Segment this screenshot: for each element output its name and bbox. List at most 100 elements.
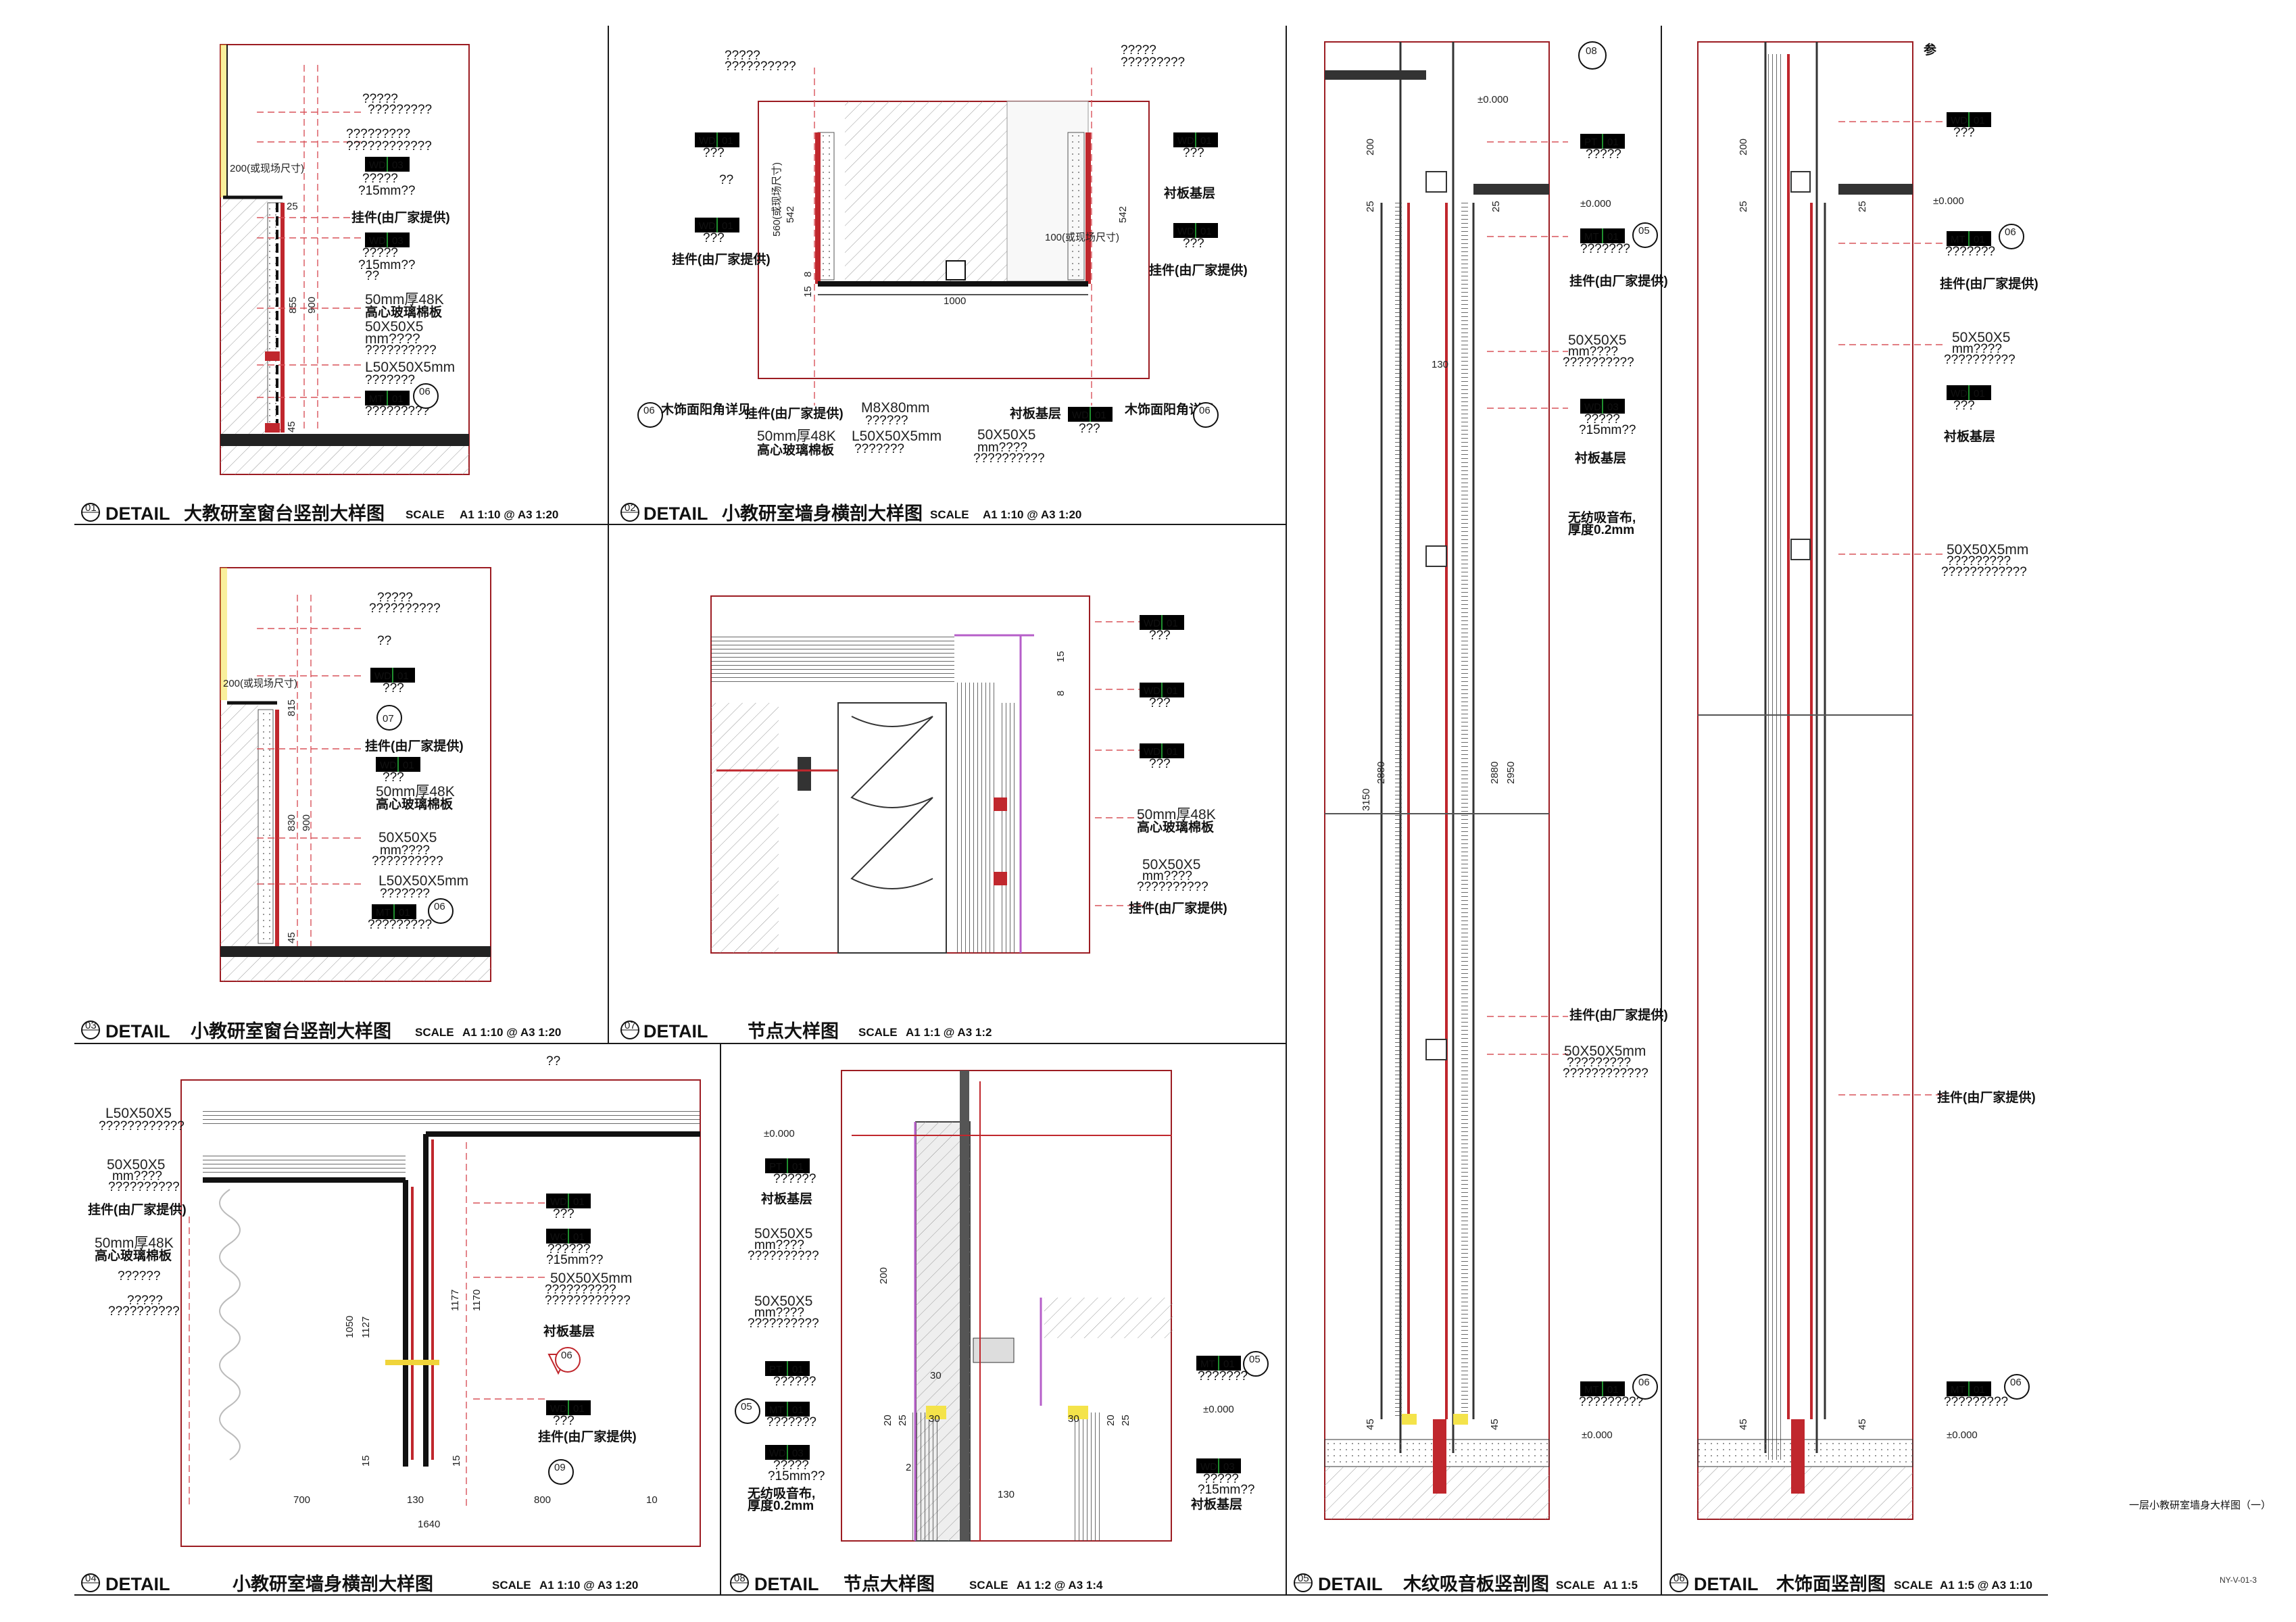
svg-text:WD: WD bbox=[699, 220, 716, 232]
svg-text:高心玻璃棉板: 高心玻璃棉板 bbox=[95, 1248, 172, 1263]
svg-text:WD: WD bbox=[1951, 115, 1968, 126]
svg-text:02: 02 bbox=[625, 502, 636, 514]
svg-text:130: 130 bbox=[998, 1489, 1015, 1500]
svg-text:衬板基层: 衬板基层 bbox=[1010, 406, 1061, 421]
svg-text:45: 45 bbox=[1489, 1419, 1500, 1430]
svg-text:参: 参 bbox=[1924, 42, 1936, 57]
svg-text:03: 03 bbox=[392, 235, 404, 247]
svg-text:???: ??? bbox=[383, 681, 404, 695]
svg-text:50mm厚48K: 50mm厚48K bbox=[95, 1235, 174, 1251]
svg-text:MT: MT bbox=[1584, 1384, 1599, 1396]
svg-text:1170: 1170 bbox=[471, 1289, 483, 1311]
svg-text:06: 06 bbox=[1674, 1573, 1685, 1584]
svg-text:?????: ????? bbox=[1203, 1472, 1239, 1486]
svg-text:A1 1:10 @ A3 1:20: A1 1:10 @ A3 1:20 bbox=[539, 1579, 638, 1592]
svg-text:WD: WD bbox=[374, 670, 391, 682]
svg-text:?????????: ????????? bbox=[1944, 1395, 2008, 1409]
svg-text:542: 542 bbox=[1117, 206, 1129, 223]
svg-text:09: 09 bbox=[554, 1462, 566, 1473]
svg-text:???????: ??????? bbox=[1198, 1369, 1248, 1383]
svg-text:??????: ?????? bbox=[865, 414, 908, 428]
svg-text:L50X50X5mm: L50X50X5mm bbox=[378, 873, 468, 889]
svg-text:木饰面阳角详见: 木饰面阳角详见 bbox=[1124, 401, 1215, 417]
svg-text:?????: ????? bbox=[127, 1294, 163, 1308]
svg-text:50X50X5: 50X50X5 bbox=[1142, 857, 1200, 873]
svg-text:01: 01 bbox=[792, 1404, 804, 1416]
svg-text:??????????: ?????????? bbox=[545, 1283, 616, 1297]
svg-text:15: 15 bbox=[451, 1455, 462, 1467]
svg-text:?15mm??: ?15mm?? bbox=[1198, 1483, 1255, 1497]
svg-text:SCALE: SCALE bbox=[1894, 1579, 1933, 1592]
svg-text:A1 1:1 @ A3 1:2: A1 1:1 @ A3 1:2 bbox=[906, 1026, 992, 1039]
svg-text:25: 25 bbox=[1120, 1415, 1131, 1426]
svg-text:厚度0.2mm: 厚度0.2mm bbox=[1568, 522, 1634, 537]
svg-text:50X50X5: 50X50X5 bbox=[754, 1294, 812, 1309]
svg-text:A1 1:10 @ A3 1:20: A1 1:10 @ A3 1:20 bbox=[462, 1026, 561, 1039]
svg-text:?????????: ????????? bbox=[1947, 554, 2011, 568]
svg-text:05: 05 bbox=[1638, 225, 1650, 237]
svg-text:01: 01 bbox=[573, 1231, 585, 1243]
svg-text:1127: 1127 bbox=[360, 1317, 372, 1338]
svg-text:挂件(由厂家提供): 挂件(由厂家提供) bbox=[1149, 262, 1248, 278]
svg-text:50X50X5: 50X50X5 bbox=[754, 1226, 812, 1242]
panel-03-drawing bbox=[220, 567, 491, 982]
svg-text:2880: 2880 bbox=[1489, 762, 1500, 784]
svg-text:衬板基层: 衬板基层 bbox=[761, 1191, 812, 1206]
svg-text:???????: ??????? bbox=[365, 373, 415, 387]
svg-text:A1 1:10 @ A3 1:20: A1 1:10 @ A3 1:20 bbox=[460, 508, 558, 521]
panel-04-labels: ?? L50X50X5 ???????????? 50X50X5 mm???? … bbox=[88, 1054, 658, 1530]
panel-08-drawing bbox=[841, 1070, 1173, 1542]
svg-text:50X50X5: 50X50X5 bbox=[378, 830, 437, 845]
svg-text:厚度0.2mm: 厚度0.2mm bbox=[748, 1498, 814, 1513]
svg-text:无纺吸音布,: 无纺吸音布, bbox=[1568, 510, 1636, 525]
svg-text:01: 01 bbox=[792, 1364, 804, 1375]
svg-text:542: 542 bbox=[785, 206, 796, 223]
svg-text:855: 855 bbox=[287, 297, 299, 314]
svg-text:?????????: ????????? bbox=[1579, 1395, 1643, 1409]
svg-text:?????????: ????????? bbox=[1567, 1056, 1631, 1070]
svg-text:50X50X5: 50X50X5 bbox=[977, 427, 1035, 443]
svg-text:MT: MT bbox=[369, 393, 384, 405]
panel-01-drawing bbox=[220, 44, 470, 475]
title-bar-02: 02 DETAIL 小教研室墙身横剖大样图 SCALE A1 1:10 @ A3… bbox=[620, 502, 1081, 524]
svg-text:SCALE: SCALE bbox=[406, 508, 445, 521]
svg-text:01: 01 bbox=[397, 670, 409, 682]
svg-text:?????????: ????????? bbox=[1121, 55, 1185, 70]
svg-text:01: 01 bbox=[1974, 388, 1985, 399]
svg-text:mm????: mm???? bbox=[365, 331, 420, 347]
svg-text:25: 25 bbox=[287, 201, 298, 212]
sheet-number: NY-V-01-3 bbox=[2220, 1575, 2257, 1585]
title-bar-07: 07 DETAIL 节点大样图 SCALE A1 1:1 @ A3 1:2 bbox=[620, 1020, 992, 1041]
svg-text:50mm厚48K: 50mm厚48K bbox=[376, 784, 455, 800]
svg-text:A1 1:2 @ A3 1:4: A1 1:2 @ A3 1:4 bbox=[1017, 1579, 1103, 1592]
title-bar-04: 04 DETAIL 小教研室墙身横剖大样图 SCALE A1 1:10 @ A3… bbox=[81, 1573, 638, 1594]
panel-grid bbox=[74, 26, 2048, 1596]
svg-text:WD: WD bbox=[699, 135, 716, 147]
svg-text:?????????: ????????? bbox=[368, 103, 432, 117]
svg-text:L50X50X5: L50X50X5 bbox=[105, 1106, 172, 1121]
svg-text:01: 01 bbox=[573, 1403, 585, 1415]
svg-text:?????: ????? bbox=[773, 1458, 809, 1473]
svg-text:挂件(由厂家提供): 挂件(由厂家提供) bbox=[365, 738, 464, 754]
svg-text:200: 200 bbox=[878, 1267, 889, 1284]
svg-text:100(或现场尺寸): 100(或现场尺寸) bbox=[1045, 232, 1119, 243]
title-bar-05: 05 DETAIL 木纹吸音板竖剖图 SCALE A1 1:5 bbox=[1294, 1573, 1638, 1594]
svg-text:???: ??? bbox=[1183, 146, 1204, 160]
svg-text:05: 05 bbox=[1249, 1354, 1261, 1365]
svg-text:DETAIL: DETAIL bbox=[754, 1574, 819, 1594]
svg-text:???????: ??????? bbox=[1945, 245, 1995, 259]
svg-text:小教研室窗台竖剖大样图: 小教研室窗台竖剖大样图 bbox=[191, 1021, 391, 1041]
svg-text:DETAIL: DETAIL bbox=[105, 503, 170, 524]
svg-text:???: ??? bbox=[703, 231, 725, 245]
svg-text:??????????: ?????????? bbox=[973, 451, 1045, 466]
svg-text:560(或现场尺寸): 560(或现场尺寸) bbox=[771, 162, 783, 237]
svg-text:50X50X5mm: 50X50X5mm bbox=[1564, 1043, 1646, 1059]
svg-text:挂件(由厂家提供): 挂件(由厂家提供) bbox=[1569, 273, 1668, 289]
svg-text:01: 01 bbox=[1607, 137, 1619, 148]
svg-text:??: ?? bbox=[546, 1054, 560, 1068]
svg-text:???: ??? bbox=[1149, 757, 1171, 771]
svg-text:±0.000: ±0.000 bbox=[1582, 1429, 1613, 1441]
svg-text:??????????: ?????????? bbox=[365, 343, 437, 358]
svg-text:DETAIL: DETAIL bbox=[1694, 1574, 1759, 1594]
svg-text:?15mm??: ?15mm?? bbox=[358, 258, 416, 272]
